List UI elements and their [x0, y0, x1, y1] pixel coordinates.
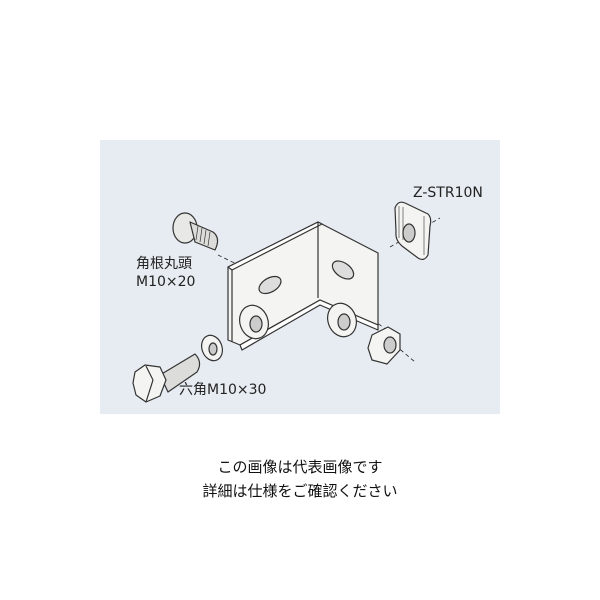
caption-representative-image: この画像は代表画像です	[217, 458, 383, 476]
product-illustration-panel: Z-STR10N 角根丸頭 M10×20 六角M10×30	[100, 140, 500, 414]
label-t-nut: Z-STR10N	[413, 185, 483, 201]
flat-washer-left	[239, 304, 269, 340]
carriage-bolt	[172, 212, 219, 251]
hex-nut	[367, 326, 401, 365]
t-nut	[394, 201, 432, 261]
hex-bolt	[132, 353, 201, 403]
label-carriage-bolt-size: M10×20	[136, 274, 196, 290]
label-carriage-bolt-type: 角根丸頭	[136, 256, 192, 272]
caption-check-specs: 詳細は仕様をご確認ください	[202, 482, 398, 500]
spring-washer	[201, 334, 223, 362]
bracket-assembly-drawing	[132, 201, 441, 403]
flat-washer-right	[327, 302, 357, 338]
label-hex-bolt: 六角M10×30	[179, 382, 267, 398]
